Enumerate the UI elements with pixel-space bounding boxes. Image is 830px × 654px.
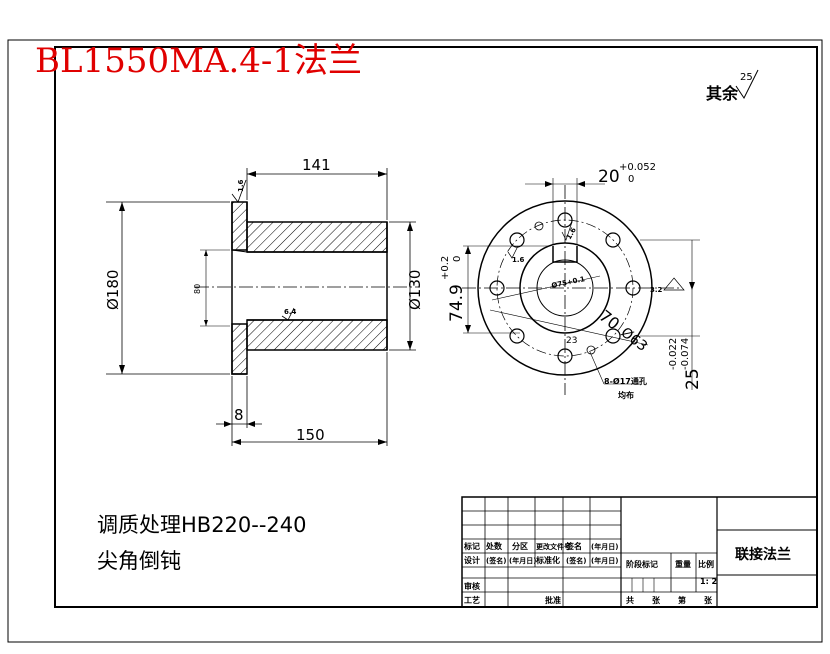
tb-r1-c2: 处数 xyxy=(485,541,503,551)
holes-label: 8-Ø17通孔 xyxy=(604,376,647,386)
holes-label2: 均布 xyxy=(618,390,634,400)
tb-stage-label: 阶段标记 xyxy=(626,559,658,569)
roughness-top: 1.6 xyxy=(237,179,245,192)
end-view: 20 +0.052 0 74.9 +0.2 0 25 -0.022 -0.074… xyxy=(440,162,703,400)
roughness-mid: 6.4 xyxy=(284,308,297,316)
pcd-dia: Ø63 xyxy=(618,325,651,355)
tb-r2-c5: (签名) xyxy=(566,556,586,565)
note-heat-treatment: 调质处理HB220--240 xyxy=(97,513,307,537)
side-view: 141 150 8 Ø180 80 Ø130 xyxy=(104,156,424,446)
tb-r2-c2: (签名) xyxy=(486,556,506,565)
r-label-1: 1.6 xyxy=(512,256,525,264)
keyway-tol-lower: 0 xyxy=(628,174,634,185)
tb-ratio-label: 比例 xyxy=(698,559,714,569)
tb-r1-c6: (年月日) xyxy=(591,542,618,551)
depth-tol-lower: 0 xyxy=(452,256,463,262)
r-label-2: 1.6 xyxy=(565,226,578,241)
tb-r2-c4: 标准化 xyxy=(535,555,560,565)
keyway-width: 20 xyxy=(598,167,620,187)
dim-flange-thickness: 8 xyxy=(234,406,244,424)
tb-approve: 批准 xyxy=(545,595,561,605)
angle-label: 3.2 xyxy=(650,286,663,294)
tb-r2-c1: 设计 xyxy=(464,555,480,565)
tb-part-name: 联接法兰 xyxy=(735,546,791,563)
dim-top-length: 141 xyxy=(302,156,331,174)
tb-sheet-3: 第 xyxy=(678,595,686,605)
dim-bore-dia: Ø130 xyxy=(406,270,424,310)
inner-border xyxy=(54,46,818,608)
shaft-tol: 25 xyxy=(683,368,703,390)
title-block-text: 标记 处数 分区 更改文件号 签名 (年月日) 设计 (签名) (年月日) 标准… xyxy=(463,541,791,605)
tb-weight-label: 重量 xyxy=(675,559,691,569)
dim-bottom-length: 150 xyxy=(296,426,325,444)
tb-sheet-4: 张 xyxy=(704,596,713,605)
tb-scale: 1: 2 xyxy=(700,577,717,586)
tb-review: 审核 xyxy=(464,581,480,591)
tb-r1-c3: 分区 xyxy=(512,541,528,551)
tb-process: 工艺 xyxy=(464,595,480,605)
depth-tol-upper: +0.2 xyxy=(440,256,451,280)
shaft-tol-lower: -0.074 xyxy=(680,338,691,370)
tb-sheet-1: 共 xyxy=(626,595,634,605)
tb-r2-c3: (年月日) xyxy=(509,556,536,565)
tb-r1-c4: 更改文件号 xyxy=(536,542,571,551)
shaft-tol-upper: -0.022 xyxy=(668,338,679,370)
note-chamfer: 尖角倒钝 xyxy=(97,549,181,573)
tb-r2-c6: (年月日) xyxy=(591,556,618,565)
small-23: 23 xyxy=(566,336,577,346)
title-block xyxy=(461,496,818,608)
outer-border xyxy=(7,39,823,643)
tb-r1-c1: 标记 xyxy=(463,541,480,551)
drawing-title: BL1550MA.4-1法兰 xyxy=(35,41,362,81)
tb-r1-c5: 签名 xyxy=(565,541,582,551)
dim-inner-small: 80 xyxy=(193,284,202,294)
keyway-tol-upper: +0.052 xyxy=(619,162,656,173)
roughness-symbol-icon xyxy=(735,69,759,99)
roughness-value: 25 xyxy=(740,72,753,83)
tb-sheet-2: 张 xyxy=(652,596,661,605)
roughness-prefix: 其余 xyxy=(706,84,739,103)
keyway-depth: 74.9 xyxy=(447,284,467,322)
dim-outer-dia: Ø180 xyxy=(104,270,122,310)
